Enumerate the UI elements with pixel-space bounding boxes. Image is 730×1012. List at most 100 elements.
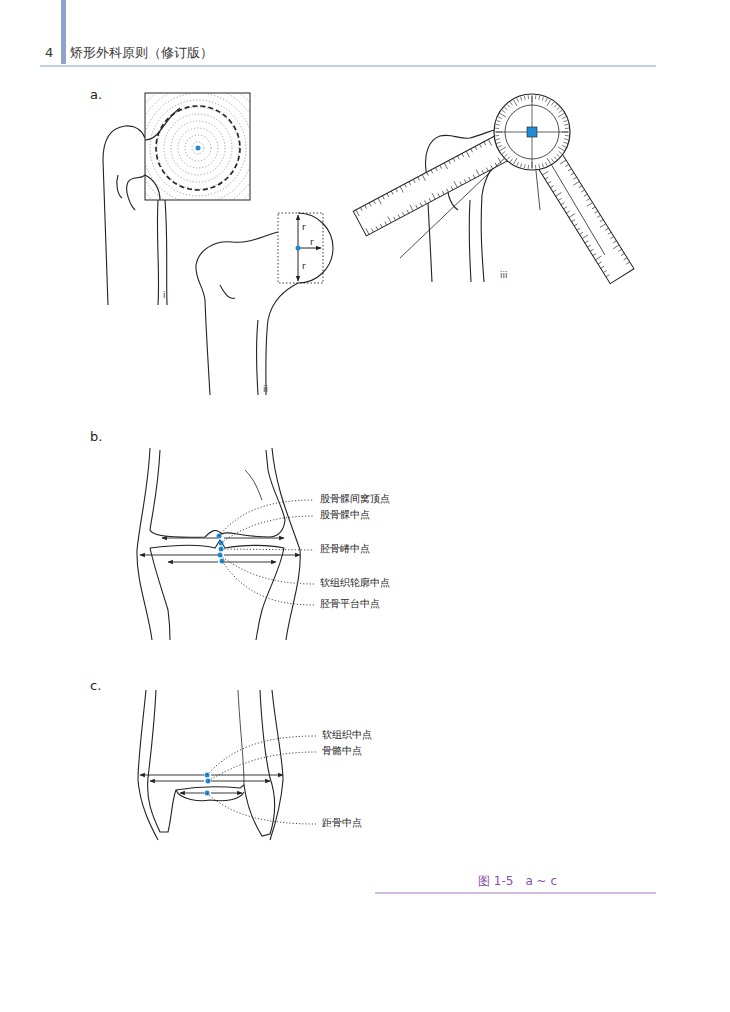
tick <box>372 229 374 233</box>
tick <box>558 198 561 200</box>
tick <box>603 270 606 272</box>
tick <box>563 142 567 143</box>
tick <box>550 186 553 188</box>
tick <box>484 142 486 146</box>
radius-label: r <box>301 222 307 232</box>
tick <box>560 160 566 164</box>
tick <box>413 179 415 183</box>
tick <box>447 189 449 193</box>
tick <box>585 241 588 243</box>
goniometer <box>353 94 634 284</box>
tick <box>404 184 406 188</box>
tick <box>360 207 362 211</box>
tick <box>369 203 371 207</box>
tick <box>559 110 562 112</box>
tick <box>626 262 629 264</box>
tick <box>382 196 384 200</box>
tick <box>460 182 462 186</box>
tick <box>475 146 477 150</box>
page-number: 4 <box>45 46 53 61</box>
tick <box>514 100 518 106</box>
tick <box>568 169 571 171</box>
radius-arrow <box>299 248 321 249</box>
ring <box>178 128 218 168</box>
tick <box>557 154 560 157</box>
callout-label: 胫骨嵴中点 <box>319 543 371 555</box>
femur-edge <box>145 175 160 200</box>
tick <box>497 142 501 143</box>
tick <box>597 215 600 217</box>
tick <box>624 258 627 260</box>
tick <box>600 224 606 228</box>
tick <box>545 98 547 102</box>
tick <box>374 200 376 204</box>
tick <box>505 154 508 157</box>
tick <box>528 95 529 99</box>
tick <box>385 222 387 226</box>
tick <box>574 224 577 226</box>
tick <box>482 170 484 174</box>
tick <box>556 193 562 197</box>
header-rule <box>40 66 656 67</box>
tick <box>432 193 435 199</box>
center-dot <box>196 146 201 151</box>
tick <box>542 171 548 175</box>
tick <box>569 214 575 218</box>
tick <box>572 220 575 222</box>
tick <box>416 205 418 209</box>
tick <box>573 177 576 179</box>
ring <box>150 100 246 196</box>
head-circle <box>156 106 240 190</box>
tick <box>422 175 425 181</box>
panel-letter: c. <box>90 679 101 694</box>
tick <box>387 193 389 197</box>
callout-label: 软组织轮廓中点 <box>319 577 391 589</box>
tick <box>595 256 601 260</box>
panel-letter: b. <box>90 430 102 445</box>
tick <box>587 203 593 207</box>
tick <box>457 156 459 160</box>
tick <box>579 232 582 234</box>
tick <box>524 164 526 168</box>
leader-lines <box>207 736 316 824</box>
tick <box>449 160 451 164</box>
tick <box>462 153 464 157</box>
tick <box>565 164 568 166</box>
leader-lines <box>219 500 314 605</box>
tick <box>587 198 590 200</box>
tick <box>563 121 567 122</box>
tick <box>451 186 453 190</box>
tick <box>505 107 508 110</box>
tick <box>577 228 580 230</box>
tick <box>565 128 569 129</box>
femur-edge <box>145 108 180 140</box>
tick <box>561 203 564 205</box>
tick <box>566 211 569 213</box>
tick <box>547 100 551 106</box>
tick <box>400 186 403 192</box>
tick <box>471 149 473 153</box>
tick <box>420 203 422 207</box>
tick <box>409 182 411 186</box>
center-dot <box>296 246 301 251</box>
tick <box>587 245 590 247</box>
tick <box>502 151 505 153</box>
tick <box>545 162 547 166</box>
tick <box>502 110 505 112</box>
tick <box>498 145 502 147</box>
panel-numeral: ii <box>263 384 268 394</box>
center-dots <box>205 773 211 796</box>
tick <box>453 158 455 162</box>
tick <box>521 163 522 167</box>
tick <box>500 147 506 151</box>
center-dots <box>217 534 225 564</box>
ring <box>192 142 204 154</box>
tick <box>553 190 556 192</box>
tick <box>366 228 369 234</box>
tick <box>466 151 469 157</box>
tick <box>496 124 500 126</box>
panel-letter: a. <box>90 88 102 103</box>
tick <box>610 237 613 239</box>
tick <box>398 215 400 219</box>
tick <box>554 105 557 108</box>
